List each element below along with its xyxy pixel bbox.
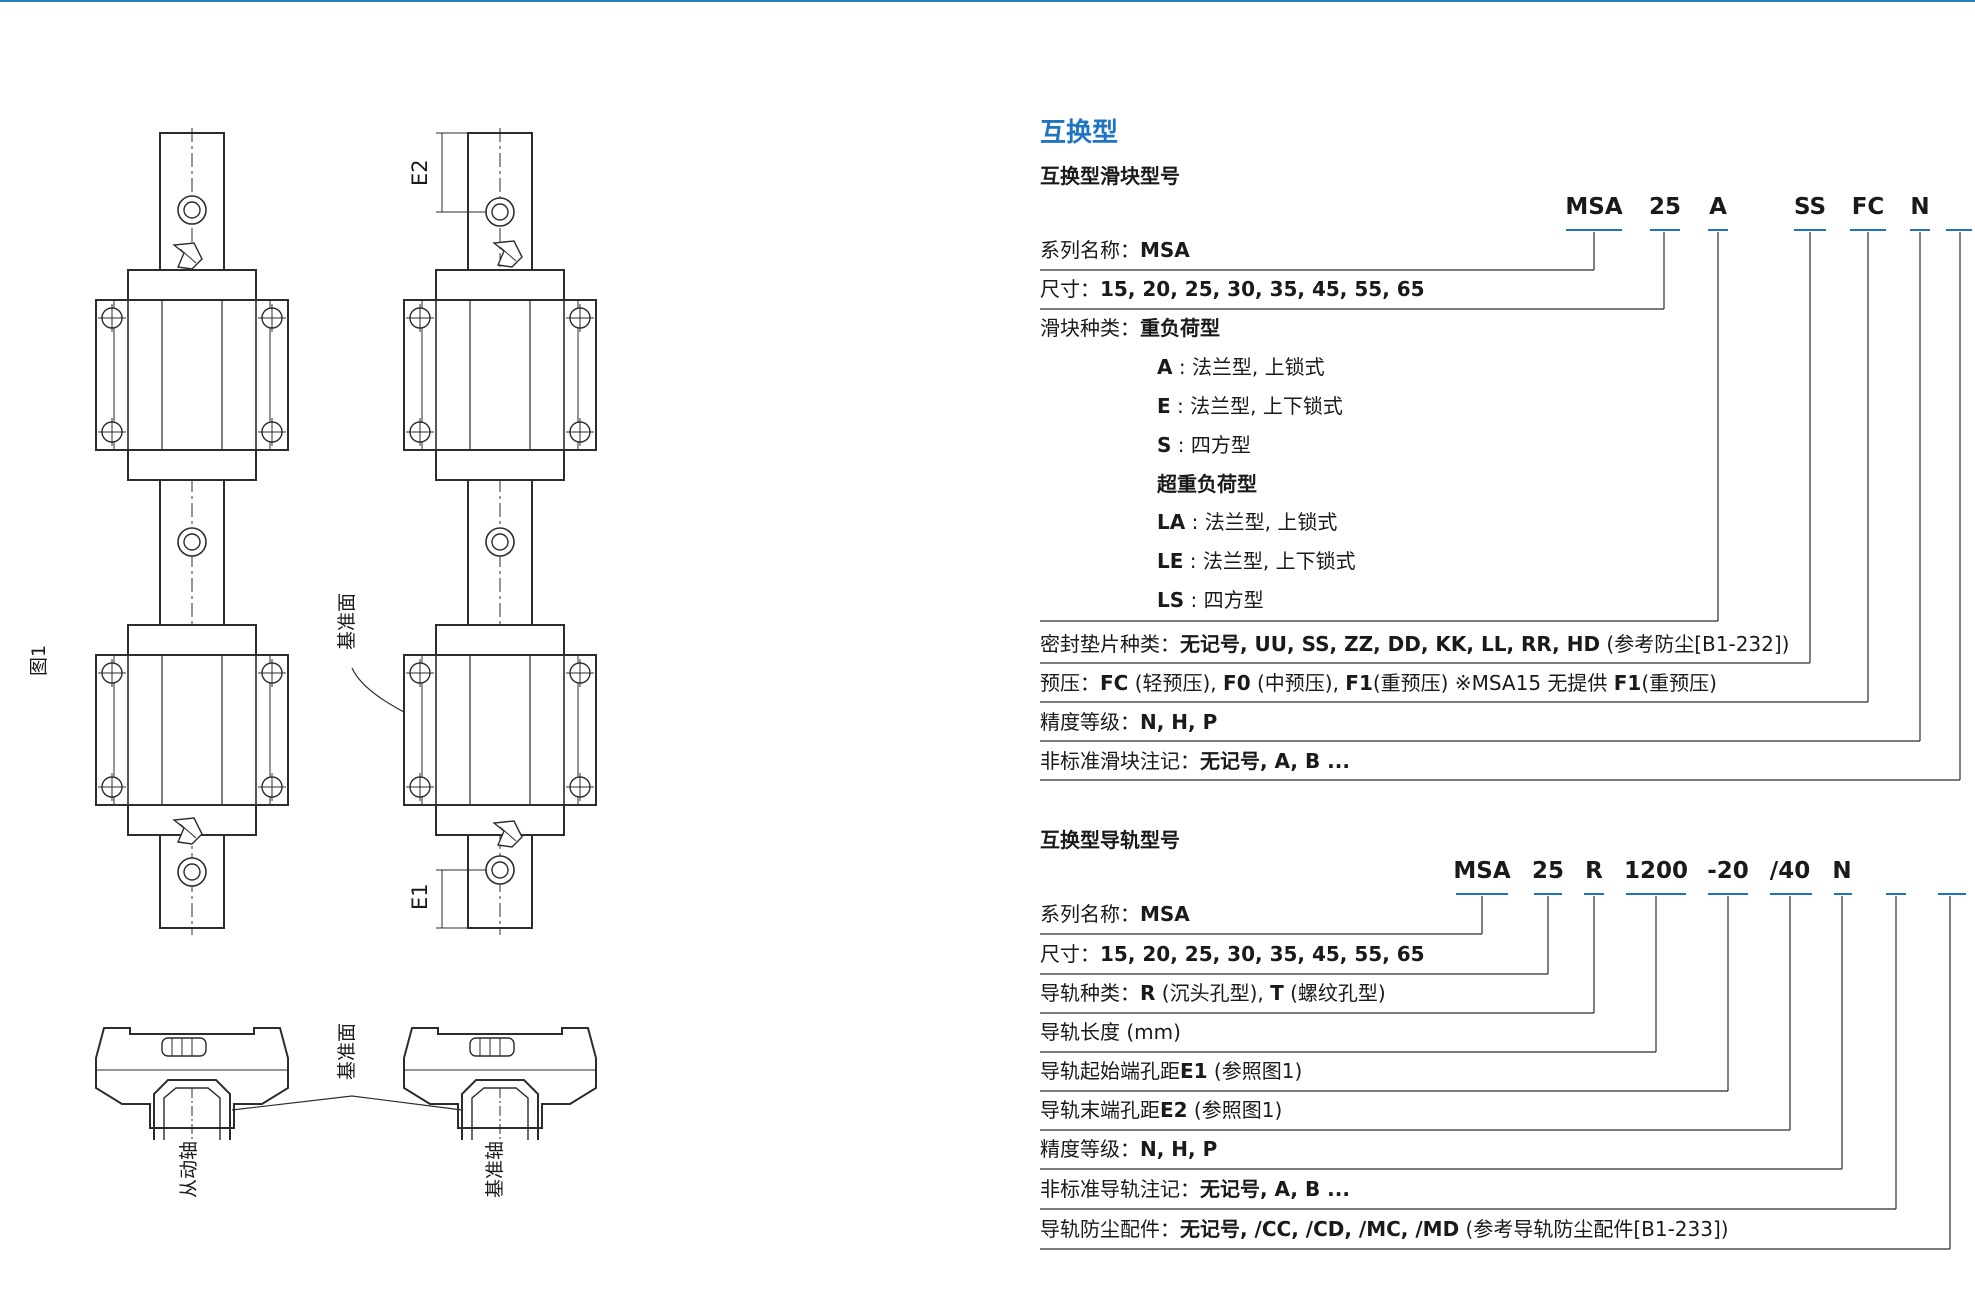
- block-code-series: MSA: [1565, 194, 1623, 220]
- rail-subtitle: 互换型导轨型号: [1040, 828, 1180, 852]
- rail-code-e2: /40: [1769, 858, 1811, 884]
- rail-code-type: R: [1585, 858, 1603, 884]
- rail-e1-row: 导轨起始端孔距E1 (参照图1): [1040, 1059, 1303, 1083]
- rail-nonstd-row: 非标准导轨注记：无记号, A, B ...: [1040, 1177, 1350, 1201]
- right-rail-assembly: [351, 128, 597, 935]
- section-title: 互换型: [1040, 118, 1119, 148]
- block-code-size: 25: [1648, 194, 1682, 220]
- rail-code-series: MSA: [1453, 858, 1511, 884]
- block-type-ls: LS : 四方型: [1157, 588, 1264, 612]
- block-type-a: A : 法兰型, 上锁式: [1157, 355, 1325, 379]
- block-subtitle: 互换型滑块型号: [1040, 164, 1180, 188]
- block-preload-row: 预压：FC (轻预压), F0 (中预压), F1(重预压) ※MSA15 无提…: [1040, 671, 1717, 695]
- reference-surface-label-2: 基准面: [336, 1022, 358, 1080]
- rail-connector-lines: [1040, 896, 1951, 1250]
- block-series-row: 系列名称：MSA: [1040, 238, 1190, 262]
- block-type-heavy: 超重负荷型: [1157, 472, 1257, 496]
- rail-series-row: 系列名称：MSA: [1040, 902, 1190, 926]
- rail-type-row: 导轨种类：R (沉头孔型), T (螺纹孔型): [1040, 981, 1386, 1005]
- rail-length-row: 导轨长度 (mm): [1040, 1020, 1181, 1044]
- block-code-accuracy: N: [1910, 194, 1930, 220]
- block-code-type: A: [1709, 194, 1727, 220]
- block-connector-lines: [1040, 232, 1961, 781]
- rail-e2-row: 导轨末端孔距E2 (参照图1): [1040, 1098, 1283, 1122]
- e1-dimension-label: E1: [408, 883, 432, 910]
- left-rail-assembly: [95, 128, 289, 935]
- driven-axis-label: 从动轴: [178, 1140, 200, 1198]
- block-type-s: S : 四方型: [1157, 433, 1251, 457]
- top-rule: [0, 0, 1975, 2]
- block-type-la: LA : 法兰型, 上锁式: [1157, 510, 1338, 534]
- rail-dust-row: 导轨防尘配件：无记号, /CC, /CD, /MC, /MD (参考导轨防尘配件…: [1040, 1217, 1729, 1241]
- block-type-row: 滑块种类：重负荷型: [1040, 316, 1220, 340]
- rail-code-e1: -20: [1707, 858, 1749, 884]
- rail-accuracy-row: 精度等级：N, H, P: [1040, 1137, 1218, 1161]
- e2-dimension-label: E2: [408, 159, 432, 186]
- rail-code-accuracy: N: [1832, 858, 1852, 884]
- block-type-le: LE : 法兰型, 上下锁式: [1157, 549, 1356, 573]
- rail-code-size: 25: [1531, 858, 1565, 884]
- block-accuracy-row: 精度等级：N, H, P: [1040, 710, 1218, 734]
- reference-axis-label: 基准轴: [484, 1140, 506, 1198]
- block-type-e: E : 法兰型, 上下锁式: [1157, 394, 1343, 418]
- block-seal-row: 密封垫片种类：无记号, UU, SS, ZZ, DD, KK, LL, RR, …: [1040, 632, 1790, 656]
- block-code-seal: SS: [1793, 194, 1827, 220]
- reference-surface-label: 基准面: [336, 592, 358, 650]
- block-size-row: 尺寸：15, 20, 25, 30, 35, 45, 55, 65: [1040, 277, 1425, 301]
- rail-code-length: 1200: [1623, 858, 1689, 884]
- figure-label: 图1: [28, 644, 50, 676]
- block-nonstd-row: 非标准滑块注记：无记号, A, B ...: [1040, 749, 1350, 773]
- rail-size-row: 尺寸：15, 20, 25, 30, 35, 45, 55, 65: [1040, 942, 1425, 966]
- block-code-preload: FC: [1851, 194, 1885, 220]
